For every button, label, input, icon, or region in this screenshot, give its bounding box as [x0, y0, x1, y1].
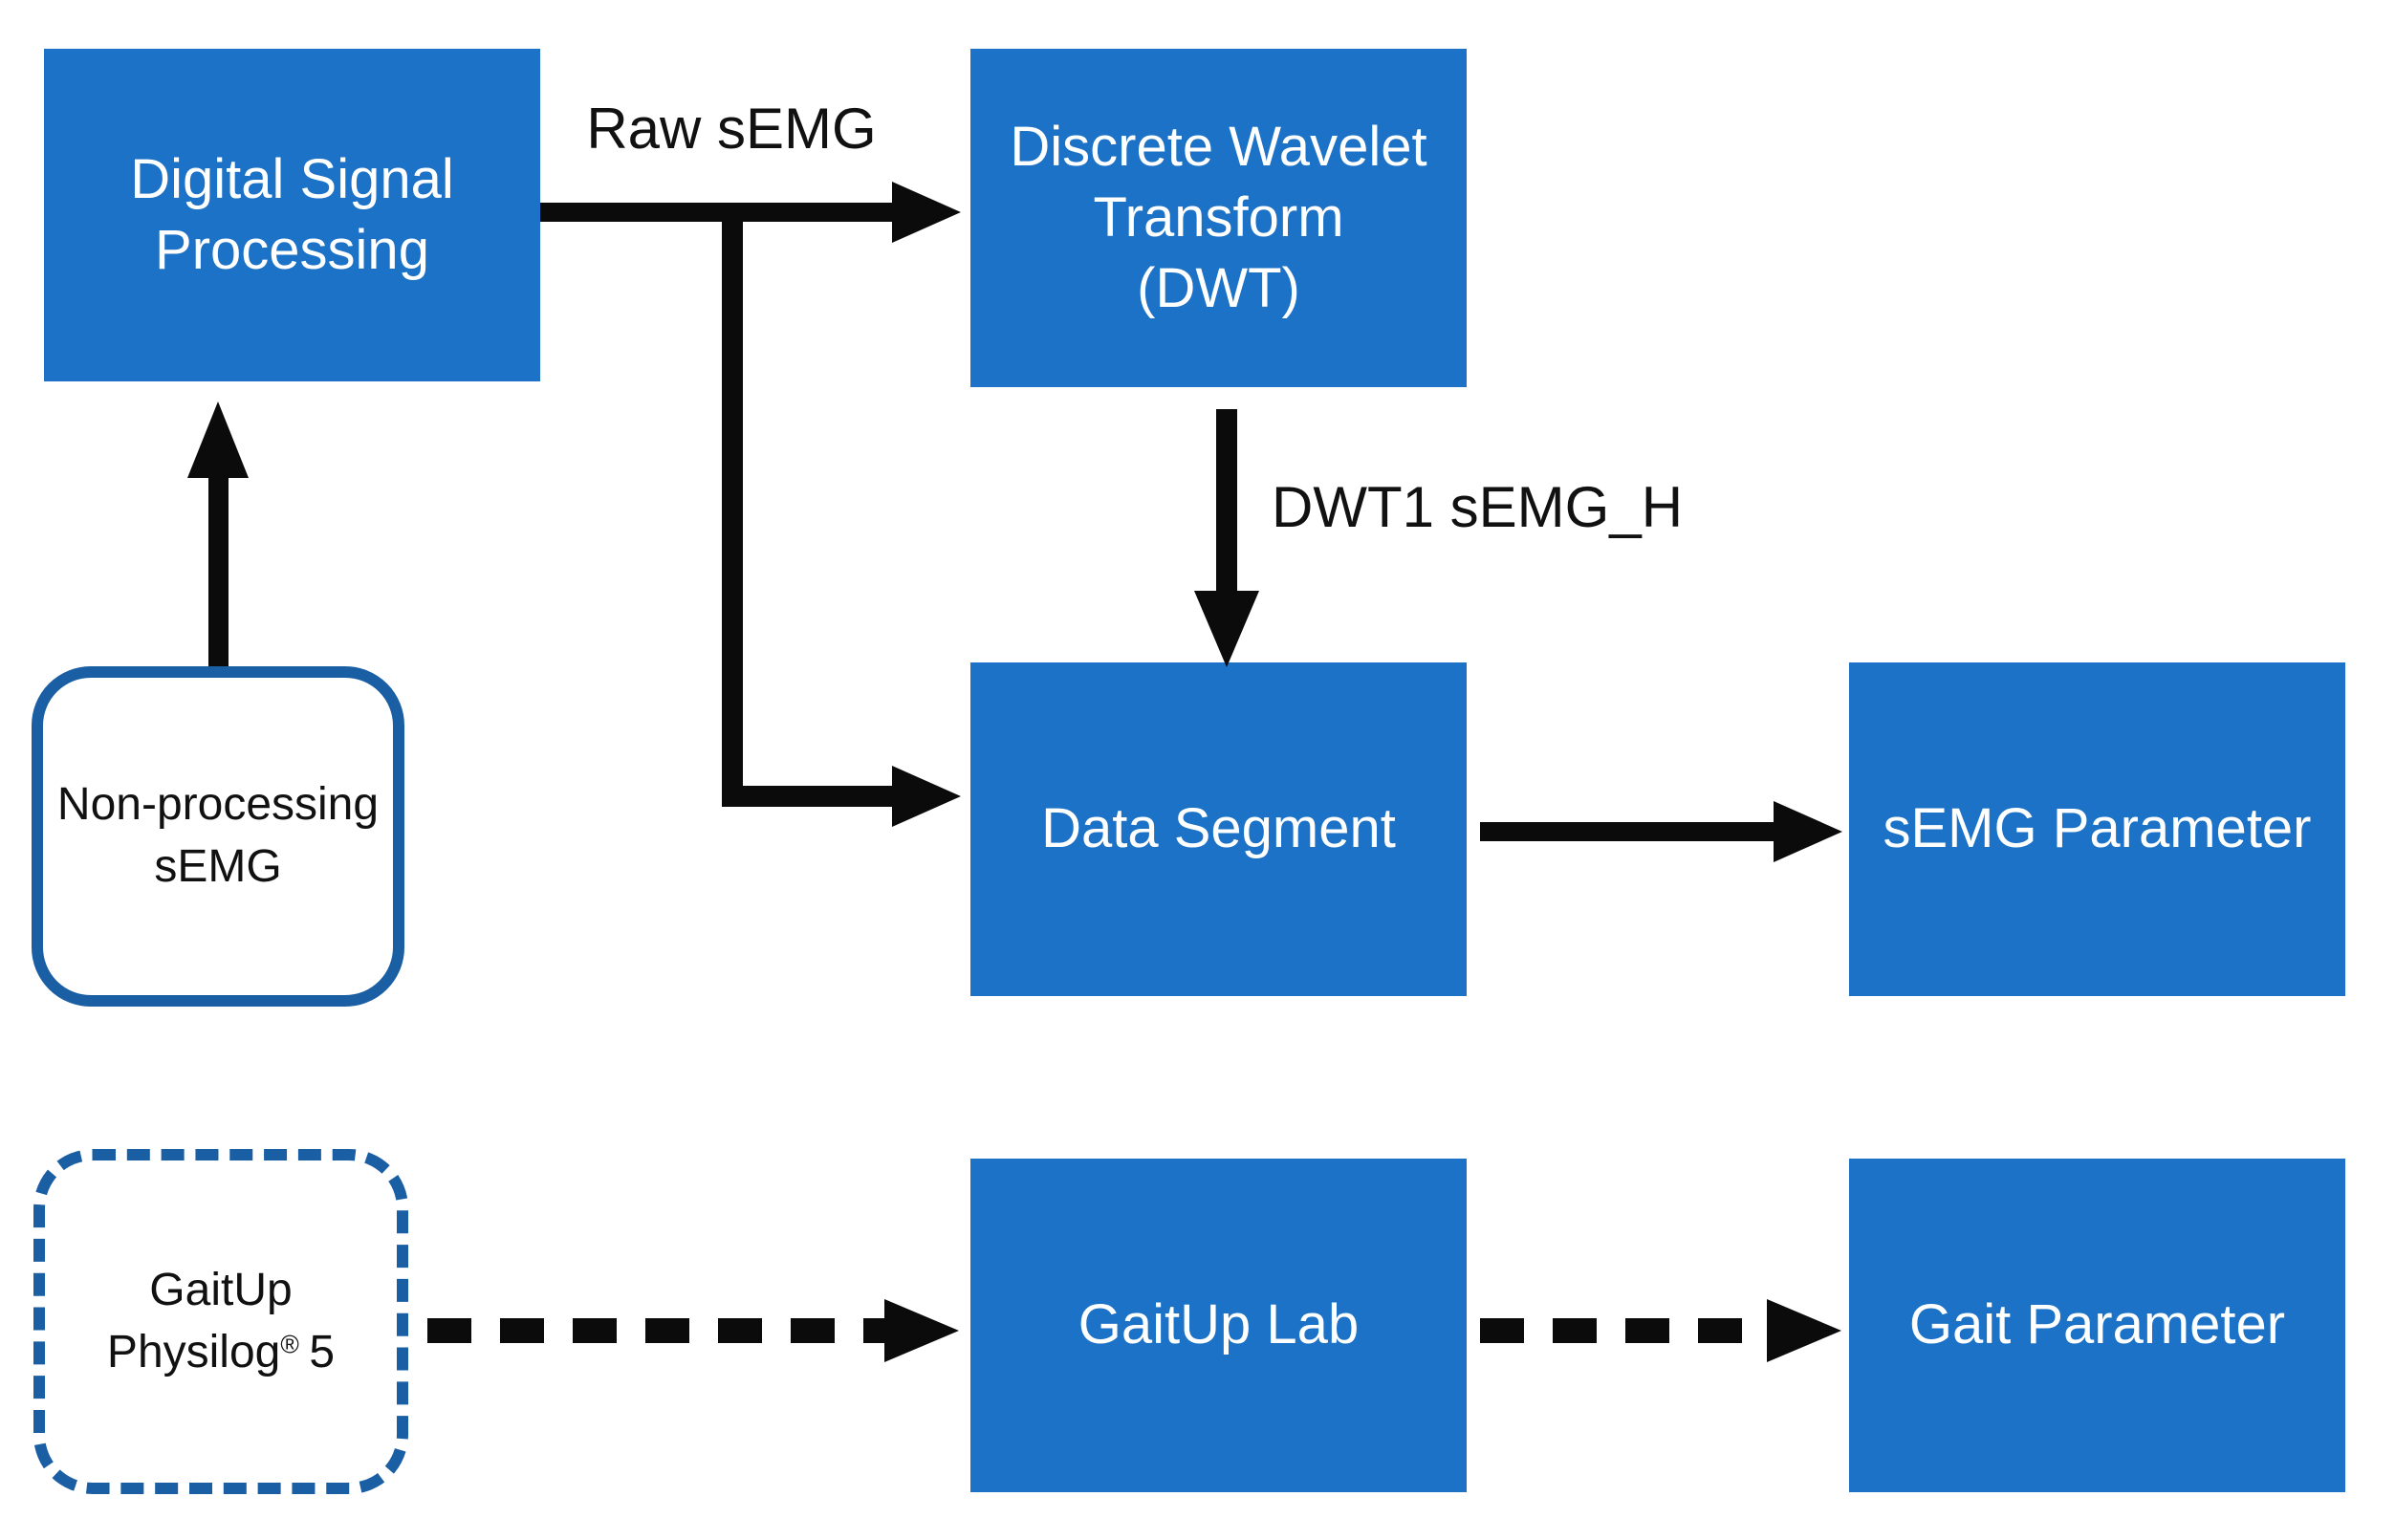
box-gait-parameter-label: Gait Parameter [1908, 1293, 2286, 1356]
arrow-datasegment-to-semgparameter-body [1480, 822, 1774, 841]
arrow-dwt-to-datasegment-body [1216, 409, 1237, 591]
box-discrete-wavelet-transform: Discrete Wavelet Transform (DWT) [970, 49, 1467, 387]
arrow-dsp-to-dwt-head [892, 182, 961, 243]
physilog-version-number: 5 [309, 1326, 336, 1377]
box-data-segment: Data Segment [970, 662, 1467, 996]
dashed-arrow-gaituplab-to-gaitparameter-body [1480, 1318, 1767, 1343]
box-gaitup-physilog-5-line2: Physilog® 5 [107, 1322, 335, 1384]
dashed-arrow-physilog-to-gaituplab-body [427, 1318, 884, 1343]
box-digital-signal-processing: Digital Signal Processing [44, 49, 540, 381]
box-digital-signal-processing-label: Digital Signal Processing [130, 147, 454, 281]
arrow-dwt-to-datasegment-head [1194, 591, 1259, 667]
arrow-datasegment-to-semgparameter-head [1774, 801, 1842, 862]
box-gaitup-physilog-5-line1: GaitUp [149, 1264, 293, 1315]
raw-semg-label: Raw sEMG [586, 97, 877, 161]
arrow-dsp-to-dwt-body [540, 203, 894, 222]
box-semg-parameter-label: sEMG Parameter [1883, 797, 2312, 860]
box-semg-parameter: sEMG Parameter [1849, 662, 2345, 996]
branch-raw-semg-head [892, 766, 961, 827]
arrow-nonprocessing-to-dsp-head [187, 401, 249, 478]
registered-trademark-symbol: ® [280, 1329, 299, 1358]
physilog-brand-text: Physilog [106, 1326, 281, 1377]
box-non-processing-semg: Non-processing sEMG [32, 666, 404, 1007]
box-gaitup-lab-label: GaitUp Lab [1078, 1293, 1360, 1356]
branch-raw-semg-vertical-line [722, 203, 743, 807]
box-non-processing-semg-label: Non-processing sEMG [56, 779, 380, 892]
dashed-arrow-gaituplab-to-gaitparameter-head [1767, 1299, 1841, 1362]
dashed-arrow-physilog-to-gaituplab-head [884, 1299, 959, 1362]
branch-raw-semg-horizontal-line [722, 786, 894, 807]
box-gaitup-physilog-5: GaitUp Physilog® 5 [33, 1149, 408, 1494]
box-data-segment-label: Data Segment [1041, 797, 1396, 860]
box-gaitup-lab: GaitUp Lab [970, 1159, 1467, 1492]
dwt1-semg-h-label: DWT1 sEMG_H [1272, 475, 1684, 539]
box-gait-parameter: Gait Parameter [1849, 1159, 2345, 1492]
box-discrete-wavelet-transform-label: Discrete Wavelet Transform (DWT) [1010, 115, 1427, 320]
arrow-nonprocessing-to-dsp-body [208, 476, 229, 666]
